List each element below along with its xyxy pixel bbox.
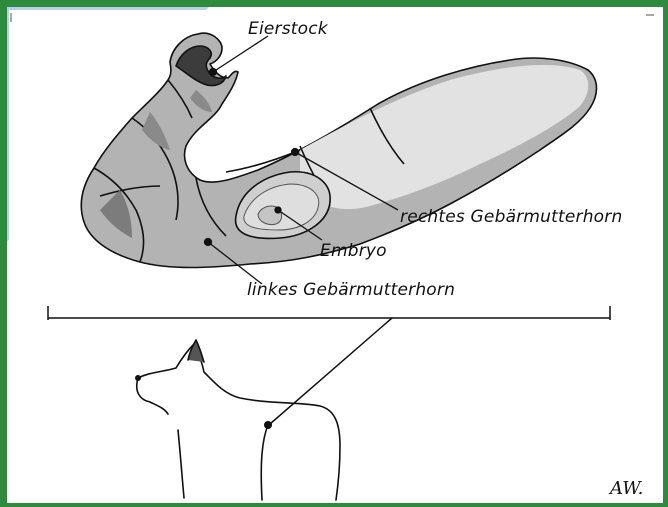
label-embryo: Embryo [320, 241, 387, 261]
dog-head-back-line [138, 344, 340, 500]
dog-outline-icon [137, 340, 340, 500]
label-right-horn: rechtes Gebärmutterhorn [400, 207, 622, 227]
dog-muzzle-line [137, 378, 168, 414]
right-horn-dot [292, 149, 299, 156]
uterus-drawing [81, 33, 596, 267]
label-left-horn: linkes Gebärmutterhorn [247, 280, 455, 300]
ovary-dot [210, 69, 217, 76]
label-ovary: Eierstock [248, 19, 329, 39]
dog-nose [135, 375, 141, 381]
bracket [48, 306, 610, 424]
dog-ear [188, 340, 204, 362]
dog-hind-leg-front [261, 425, 268, 500]
dog-front-leg [178, 430, 184, 498]
bracket-pointer [270, 318, 392, 424]
left-horn-dot [205, 239, 212, 246]
artist-signature: AW. [608, 478, 643, 499]
embryo-dot [275, 207, 281, 213]
